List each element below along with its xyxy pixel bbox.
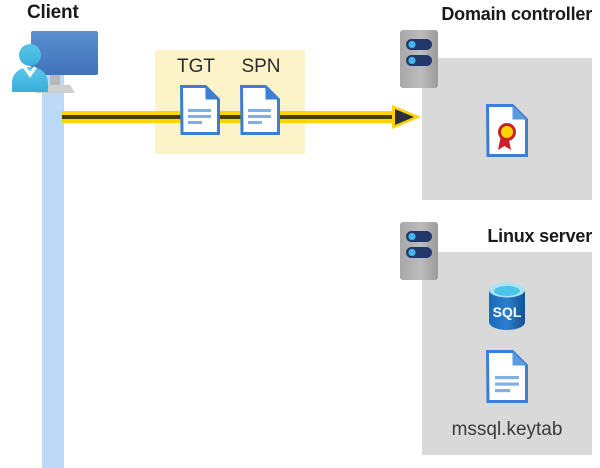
linux-server-rack-icon [400,222,438,280]
ticket-highlight-box [155,50,305,154]
tgt-label: TGT [177,56,215,77]
tgt-document-icon [179,85,220,135]
keytab-filename-label: mssql.keytab [451,419,563,440]
linux-server-title: Linux server [487,226,592,246]
sql-label: SQL [493,304,522,320]
spn-document-icon [239,85,280,135]
keytab-document-icon [485,350,528,403]
client-computer-user-icon [6,27,102,99]
domain-controller-server-rack-icon [400,30,438,88]
certificate-document-icon [485,104,528,157]
right-arrow-icon [62,104,422,130]
client-lifeline [42,72,64,468]
client-title: Client [27,2,79,23]
sql-database-icon: SQL [485,281,529,331]
domain-controller-title: Domain controller [441,4,592,24]
spn-label: SPN [241,56,281,77]
